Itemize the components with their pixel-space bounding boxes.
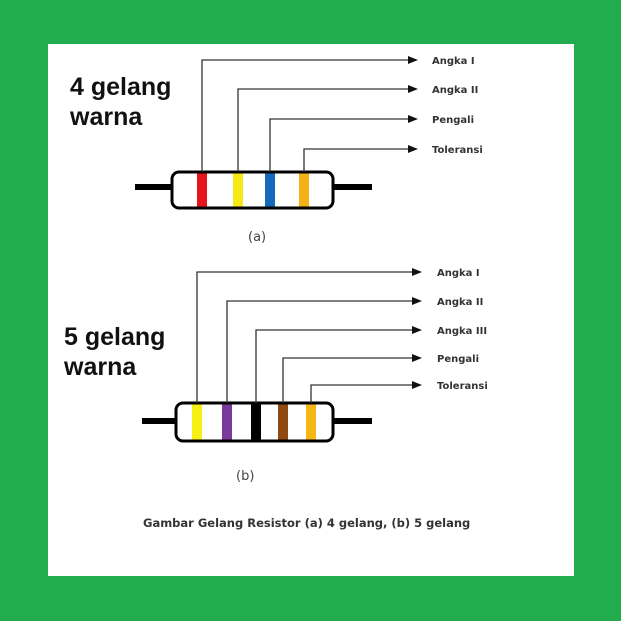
color-band [197,173,207,207]
arrow-icon [412,297,422,305]
arrow-icon [412,354,422,362]
figure-caption: Gambar Gelang Resistor (a) 4 gelang, (b)… [143,516,471,530]
leader-line [282,357,414,403]
leader-line [201,59,410,172]
sublabel-b: (b) [236,469,255,484]
arrow-icon [412,381,422,389]
color-band [192,404,202,440]
band-label: Angka II [432,85,478,96]
band-label: Angka III [437,326,487,337]
leader-line [255,329,414,403]
arrow-icon [408,115,418,123]
color-band [299,173,309,207]
leader-line [226,300,414,403]
band-label: Pengali [437,354,479,365]
arrow-icon [412,268,422,276]
band-label: Pengali [432,115,474,126]
resistor-body [170,170,335,210]
arrow-icon [412,326,422,334]
title-5-band: 5 gelang warna [64,323,166,381]
color-band [251,404,261,440]
band-label: Angka I [432,56,475,67]
color-band [306,404,316,440]
leader-line [196,271,414,403]
band-label: Toleransi [437,381,488,392]
band-label: Angka I [437,268,480,279]
leader-line [303,148,410,172]
diagram-panel [48,44,574,576]
band-label: Angka II [437,297,483,308]
arrow-icon [408,85,418,93]
leader-line [310,384,414,403]
arrow-icon [408,145,418,153]
color-band [233,173,243,207]
color-band [265,173,275,207]
band-label: Toleransi [432,145,483,156]
leader-line [237,88,410,172]
color-band [222,404,232,440]
title-4-band: 4 gelang warna [70,73,172,131]
arrow-icon [408,56,418,64]
color-band [278,404,288,440]
sublabel-a: (a) [248,230,267,245]
leader-line [269,118,410,172]
